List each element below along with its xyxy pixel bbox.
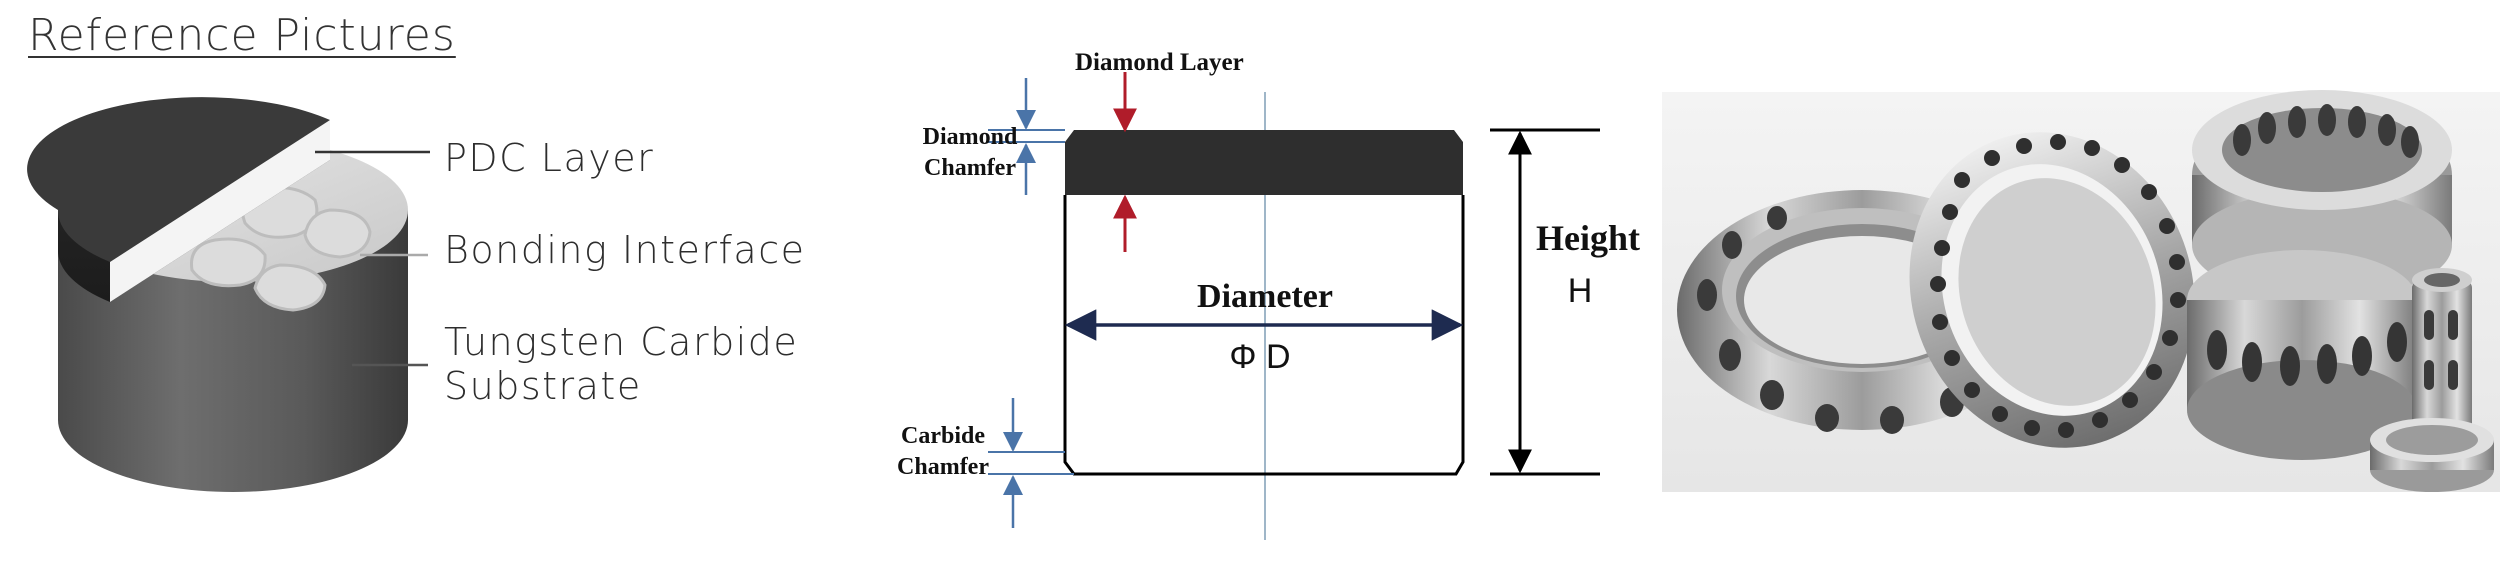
bearing-ring-middle — [1909, 132, 2195, 448]
bonding-interface-pattern — [189, 186, 372, 312]
height-symbol: H — [1568, 272, 1593, 310]
carbide-chamfer-label-line2: Chamfer — [897, 454, 989, 480]
diamond-chamfer-label-line2: Chamfer — [924, 155, 1016, 181]
cutter-outline — [1063, 195, 1465, 476]
bearing-stack-right — [2187, 90, 2494, 492]
dimension-diagram: Diamond Layer Diamond Chamfer Diameter Φ… — [897, 49, 1640, 540]
label-substrate-line1: Tungsten Carbide — [444, 320, 799, 364]
diamond-chamfer-label-line1: Diamond — [923, 124, 1018, 150]
height-label: Height — [1536, 218, 1640, 258]
diamond-layer-shape — [1065, 130, 1463, 195]
diameter-label: Diameter — [1197, 278, 1333, 315]
label-bonding-interface: Bonding Interface — [444, 228, 806, 272]
pdc-cutter-illustration — [27, 97, 430, 492]
diamond-layer-label: Diamond Layer — [1075, 49, 1244, 76]
label-substrate-line2: Substrate — [444, 364, 642, 408]
pdc-bearing-photo — [1662, 90, 2500, 492]
carbide-chamfer-label-line1: Carbide — [901, 423, 985, 449]
diameter-symbol: Φ D — [1229, 338, 1290, 376]
page-title: Reference Pictures — [28, 10, 456, 61]
pdc-layer-top — [27, 97, 330, 262]
label-pdc-layer: PDC Layer — [444, 136, 655, 180]
